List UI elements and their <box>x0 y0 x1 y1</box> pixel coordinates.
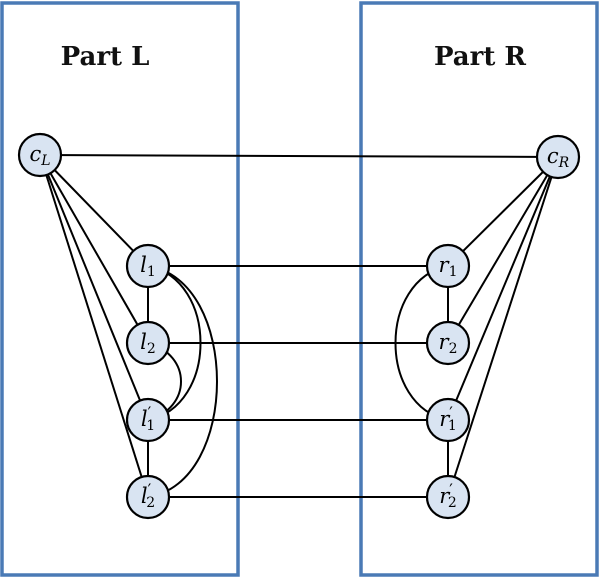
node-r2p-label: r′2 <box>439 480 457 511</box>
node-r1p: r′1 <box>425 397 471 443</box>
node-cR-label: cR <box>547 144 570 171</box>
edge-cR-r1 <box>447 156 559 267</box>
edge-l1-l2p <box>147 265 218 498</box>
node-cL-circle <box>17 132 63 178</box>
node-r2-label: r2 <box>439 330 458 357</box>
node-r2p-circle <box>425 474 471 520</box>
node-r2-circle <box>425 320 471 366</box>
edge-cL-l1 <box>39 154 149 267</box>
node-l1p-circle <box>125 397 171 443</box>
node-cL-label: cL <box>29 142 50 169</box>
edge-cL-l1p <box>39 154 149 421</box>
edge-cR-r2 <box>447 156 559 344</box>
node-cR-circle <box>535 134 581 180</box>
node-l2: l2 <box>125 320 171 366</box>
node-r1p-label: r′1 <box>439 403 457 434</box>
node-r1: r1 <box>425 243 471 289</box>
node-cL: cL <box>17 132 63 178</box>
node-cR: cR <box>535 134 581 180</box>
node-l1p-label: l′1 <box>141 403 155 434</box>
node-l2-circle <box>125 320 171 366</box>
edge-cR-r1p <box>447 156 559 421</box>
node-l1-label: l1 <box>140 253 156 280</box>
edge-l1-l1p <box>147 265 202 421</box>
node-l1p: l′1 <box>125 397 171 443</box>
part-l-title: Part L <box>61 42 150 72</box>
node-l1-circle <box>125 243 171 289</box>
node-r1-label: r1 <box>439 253 458 280</box>
part-r-box <box>359 1 599 577</box>
node-r1-circle <box>425 243 471 289</box>
edge-cL-l2p <box>39 154 149 498</box>
node-r1p-circle <box>425 397 471 443</box>
edge-r1-r1p <box>394 265 449 421</box>
node-l2p-label: l′2 <box>141 480 155 511</box>
node-r2p: r′2 <box>425 474 471 520</box>
node-r2: r2 <box>425 320 471 366</box>
node-l2-label: l2 <box>140 330 156 357</box>
edge-cL-cR <box>39 154 559 158</box>
edge-cR-r2p <box>447 156 559 498</box>
part-r-title: Part R <box>434 42 526 72</box>
node-l1: l1 <box>125 243 171 289</box>
part-l-box <box>0 1 240 577</box>
node-l2p: l′2 <box>125 474 171 520</box>
node-l2p-circle <box>125 474 171 520</box>
edges <box>39 154 559 498</box>
edge-cL-l2 <box>39 154 149 344</box>
